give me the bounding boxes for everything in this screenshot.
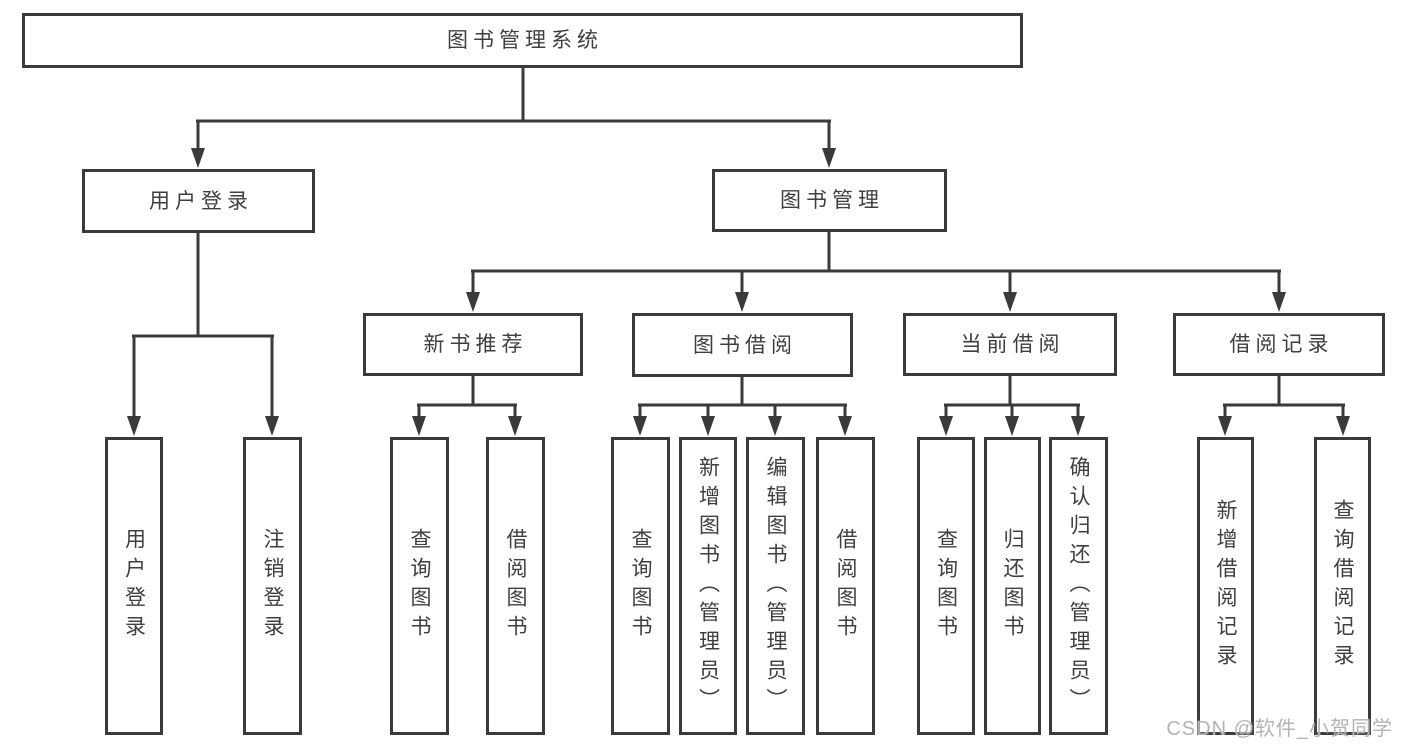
leaf-query-books-3: 查询图书 (917, 437, 975, 735)
node-label: 当前借阅 (960, 333, 1065, 356)
node-label: 查询图书 (934, 528, 958, 644)
leaf-user-login: 用户登录 (105, 437, 163, 735)
node-label: 归还图书 (1001, 528, 1024, 644)
node-label: 用户登录 (122, 528, 146, 644)
leaf-add-borrow-record: 新增借阅记录 (1197, 437, 1254, 735)
node-borrowing-records: 借阅记录 (1173, 313, 1385, 376)
node-label: 注销登录 (261, 528, 284, 644)
node-book-borrowing: 图书借阅 (632, 313, 853, 377)
node-label: 确认归还（管理员） (1067, 455, 1090, 717)
node-user-login: 用户登录 (82, 169, 315, 233)
node-label: 图书借阅 (693, 333, 797, 357)
leaf-logout: 注销登录 (243, 437, 302, 735)
node-label: 用户登录 (149, 189, 253, 213)
node-label: 查询图书 (408, 528, 431, 644)
node-current-borrowing: 当前借阅 (903, 313, 1117, 376)
node-label: 新书推荐 (423, 333, 528, 356)
node-label: 借阅记录 (1229, 333, 1334, 356)
node-label: 新增图书（管理员） (696, 455, 720, 717)
node-library-management-system: 图书管理系统 (22, 13, 1023, 68)
node-book-management: 图书管理 (712, 169, 947, 232)
leaf-edit-book-admin: 编辑图书（管理员） (746, 437, 805, 735)
leaf-query-books-1: 查询图书 (390, 437, 449, 735)
node-label: 新增借阅记录 (1214, 499, 1237, 673)
leaf-borrow-books-1: 借阅图书 (486, 437, 545, 735)
node-label: 查询借阅记录 (1331, 499, 1354, 673)
leaf-add-book-admin: 新增图书（管理员） (679, 437, 737, 735)
node-new-book-recommend: 新书推荐 (363, 313, 583, 376)
leaf-query-borrow-record: 查询借阅记录 (1314, 437, 1371, 735)
node-label: 查询图书 (629, 528, 652, 644)
node-label: 图书管理系统 (447, 29, 603, 52)
node-label: 借阅图书 (504, 528, 527, 644)
leaf-confirm-return-admin: 确认归还（管理员） (1049, 437, 1108, 735)
csdn-watermark: CSDN @软件_小贺同学 (1166, 718, 1393, 740)
leaf-query-books-2: 查询图书 (611, 437, 670, 735)
leaf-return-book: 归还图书 (984, 437, 1041, 735)
node-label: 图书管理 (780, 189, 884, 212)
node-label: 编辑图书（管理员） (764, 455, 787, 717)
leaf-borrow-books-2: 借阅图书 (816, 437, 875, 735)
node-label: 借阅图书 (834, 528, 857, 644)
